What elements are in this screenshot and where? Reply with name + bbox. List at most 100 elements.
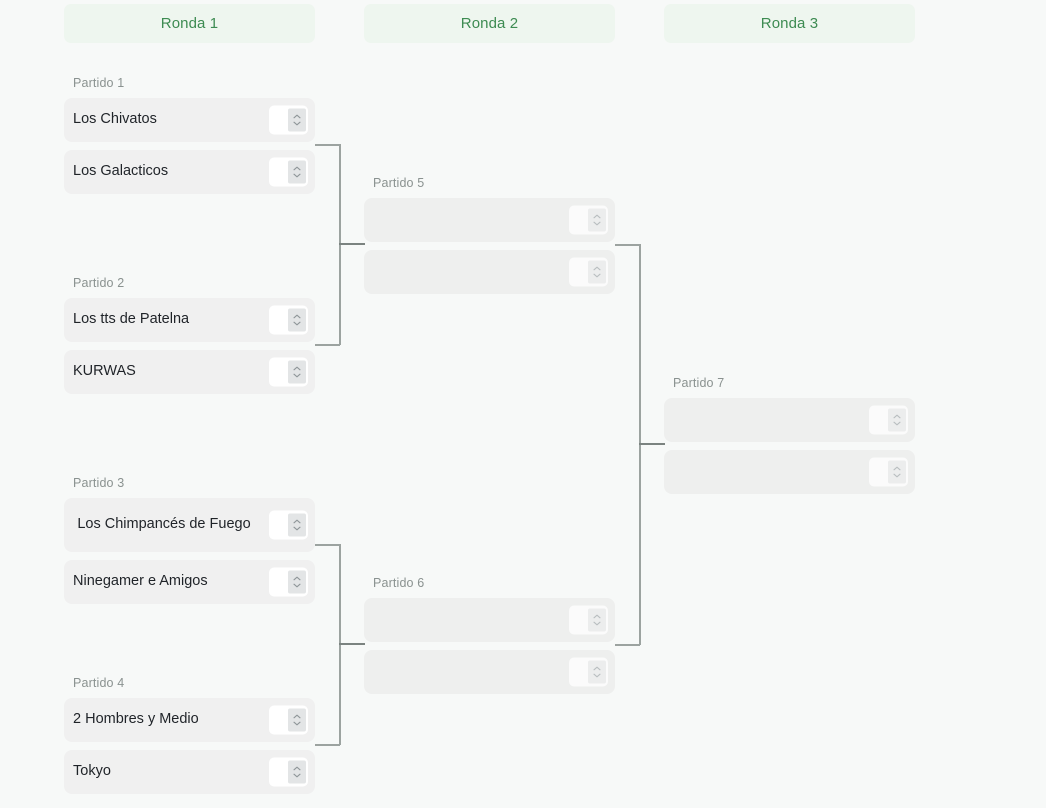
score-input[interactable] bbox=[269, 705, 308, 735]
chevron-down-icon[interactable] bbox=[593, 673, 601, 678]
team-name: Los Galacticos bbox=[73, 163, 169, 180]
match-slot-team[interactable]: 2 Hombres y Medio bbox=[64, 698, 315, 742]
score-input[interactable] bbox=[269, 305, 308, 335]
score-input[interactable] bbox=[869, 457, 908, 487]
score-input[interactable] bbox=[269, 357, 308, 387]
bracket-connector-r1-m1-out bbox=[315, 144, 340, 146]
score-input[interactable] bbox=[269, 105, 308, 135]
match-partido-4: Partido 4 2 Hombres y Medio Tokyo bbox=[64, 675, 315, 794]
score-input[interactable] bbox=[269, 567, 308, 597]
chevron-up-icon[interactable] bbox=[293, 766, 301, 771]
team-name: KURWAS bbox=[73, 363, 136, 380]
chevron-up-icon[interactable] bbox=[593, 214, 601, 219]
match-label-partido-4: Partido 4 bbox=[73, 676, 125, 690]
number-stepper-icon[interactable] bbox=[288, 308, 306, 332]
match-label-partido-6: Partido 6 bbox=[373, 576, 425, 590]
round-header-3: Ronda 3 bbox=[664, 4, 915, 43]
number-stepper-icon[interactable] bbox=[288, 760, 306, 784]
match-slot-team[interactable]: Los tts de Patelna bbox=[64, 298, 315, 342]
number-stepper-icon[interactable] bbox=[588, 260, 606, 284]
number-stepper-icon[interactable] bbox=[588, 208, 606, 232]
chevron-up-icon[interactable] bbox=[593, 614, 601, 619]
number-stepper-icon[interactable] bbox=[888, 460, 906, 484]
match-partido-6: Partido 6 bbox=[364, 575, 615, 694]
match-slot-team[interactable]: Los Chivatos bbox=[64, 98, 315, 142]
match-label-partido-7: Partido 7 bbox=[673, 376, 725, 390]
chevron-down-icon[interactable] bbox=[893, 473, 901, 478]
chevron-up-icon[interactable] bbox=[593, 666, 601, 671]
number-stepper-icon[interactable] bbox=[288, 160, 306, 184]
team-name: Los Chimpancés de Fuego bbox=[77, 516, 251, 533]
bracket-connector-r2-m5-out bbox=[615, 244, 640, 246]
chevron-up-icon[interactable] bbox=[293, 576, 301, 581]
team-name: Los tts de Patelna bbox=[73, 311, 190, 328]
chevron-down-icon[interactable] bbox=[293, 721, 301, 726]
number-stepper-icon[interactable] bbox=[588, 608, 606, 632]
number-stepper-icon[interactable] bbox=[288, 708, 306, 732]
match-label-partido-1: Partido 1 bbox=[73, 76, 125, 90]
match-slot-team[interactable]: Los Galacticos bbox=[64, 150, 315, 194]
round-header-2-label: Ronda 2 bbox=[460, 15, 519, 32]
number-stepper-icon[interactable] bbox=[588, 660, 606, 684]
match-slot-team[interactable]: Tokyo bbox=[64, 750, 315, 794]
chevron-down-icon[interactable] bbox=[293, 773, 301, 778]
chevron-down-icon[interactable] bbox=[293, 173, 301, 178]
score-input[interactable] bbox=[569, 605, 608, 635]
match-slot-team[interactable] bbox=[364, 250, 615, 294]
chevron-down-icon[interactable] bbox=[893, 421, 901, 426]
match-slot-team[interactable] bbox=[364, 650, 615, 694]
score-input[interactable] bbox=[269, 757, 308, 787]
score-input[interactable] bbox=[269, 510, 308, 540]
score-input[interactable] bbox=[269, 157, 308, 187]
match-slot-team[interactable] bbox=[364, 598, 615, 642]
chevron-up-icon[interactable] bbox=[293, 114, 301, 119]
match-partido-1: Partido 1 Los Chivatos Los Galacticos bbox=[64, 75, 315, 194]
chevron-up-icon[interactable] bbox=[893, 466, 901, 471]
chevron-up-icon[interactable] bbox=[293, 519, 301, 524]
team-name: Los Chivatos bbox=[73, 111, 157, 128]
bracket-connector-r2-m6-in bbox=[339, 643, 365, 645]
number-stepper-icon[interactable] bbox=[288, 108, 306, 132]
team-name: Ninegamer e Amigos bbox=[73, 573, 208, 590]
chevron-up-icon[interactable] bbox=[293, 314, 301, 319]
match-slot-team[interactable]: Ninegamer e Amigos bbox=[64, 560, 315, 604]
chevron-down-icon[interactable] bbox=[293, 373, 301, 378]
round-header-2: Ronda 2 bbox=[364, 4, 615, 43]
number-stepper-icon[interactable] bbox=[288, 513, 306, 537]
number-stepper-icon[interactable] bbox=[288, 360, 306, 384]
number-stepper-icon[interactable] bbox=[888, 408, 906, 432]
match-partido-7: Partido 7 bbox=[664, 375, 915, 494]
team-name: Tokyo bbox=[73, 763, 111, 780]
match-slot-team[interactable] bbox=[664, 398, 915, 442]
chevron-down-icon[interactable] bbox=[593, 621, 601, 626]
chevron-up-icon[interactable] bbox=[593, 266, 601, 271]
chevron-down-icon[interactable] bbox=[293, 121, 301, 126]
chevron-down-icon[interactable] bbox=[593, 221, 601, 226]
chevron-up-icon[interactable] bbox=[293, 166, 301, 171]
bracket-connector-r1-m4-out bbox=[315, 744, 340, 746]
chevron-up-icon[interactable] bbox=[293, 714, 301, 719]
score-input[interactable] bbox=[869, 405, 908, 435]
bracket-connector-r1-m3-out bbox=[315, 544, 340, 546]
chevron-down-icon[interactable] bbox=[293, 583, 301, 588]
chevron-up-icon[interactable] bbox=[893, 414, 901, 419]
bracket-connector-r3-m7-in bbox=[639, 443, 665, 445]
match-partido-3: Partido 3 Los Chimpancés de Fuego Ninega… bbox=[64, 475, 315, 604]
match-slot-team[interactable]: Los Chimpancés de Fuego bbox=[64, 498, 315, 552]
chevron-down-icon[interactable] bbox=[293, 321, 301, 326]
round-header-1: Ronda 1 bbox=[64, 4, 315, 43]
team-name: 2 Hombres y Medio bbox=[73, 711, 199, 728]
score-input[interactable] bbox=[569, 657, 608, 687]
bracket-connector-r1-m2-out bbox=[315, 344, 340, 346]
match-slot-team[interactable] bbox=[664, 450, 915, 494]
score-input[interactable] bbox=[569, 205, 608, 235]
score-input[interactable] bbox=[569, 257, 608, 287]
match-label-partido-5: Partido 5 bbox=[373, 176, 425, 190]
number-stepper-icon[interactable] bbox=[288, 570, 306, 594]
match-slot-team[interactable]: KURWAS bbox=[64, 350, 315, 394]
match-slot-team[interactable] bbox=[364, 198, 615, 242]
chevron-up-icon[interactable] bbox=[293, 366, 301, 371]
chevron-down-icon[interactable] bbox=[593, 273, 601, 278]
chevron-down-icon[interactable] bbox=[293, 526, 301, 531]
